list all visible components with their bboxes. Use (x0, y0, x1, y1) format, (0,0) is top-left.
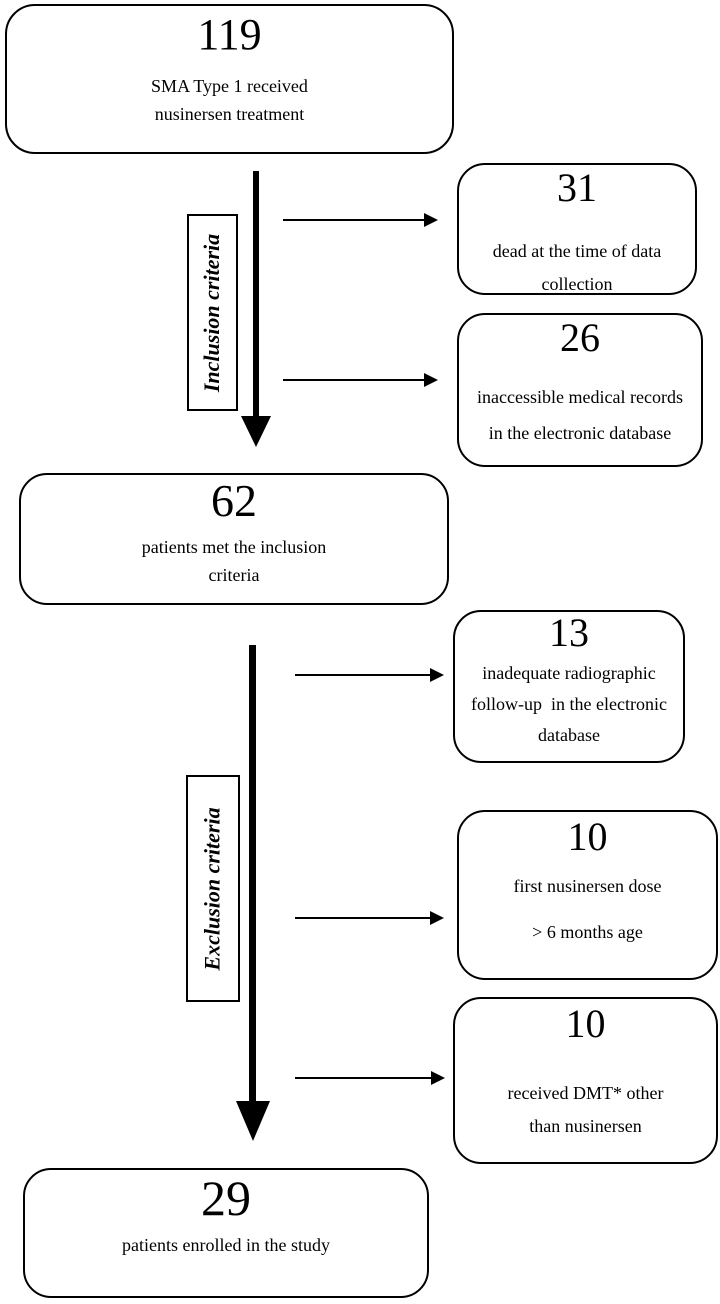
node-enrolled-line: patients enrolled in the study (122, 1234, 330, 1255)
arrow-right-to-inaccessible-head (424, 373, 438, 387)
arrow-down-exclusion-head (236, 1101, 270, 1141)
arrow-right-to-dead-shaft (283, 219, 424, 221)
node-inadequate-lines: inadequate radiographic follow-up in the… (471, 658, 667, 751)
arrow-right-to-inadequate-shaft (295, 674, 430, 676)
arrow-right-to-late-dose-head (430, 911, 444, 925)
node-included-lines: patients met the inclusion criteria (142, 533, 326, 589)
node-start-line: nusinersen treatment (154, 104, 305, 125)
node-dead-box: 31 dead at the time of data collection (457, 163, 697, 295)
node-inadequate-line: inadequate radiographic (482, 663, 656, 683)
node-start-count: 119 (197, 10, 262, 59)
node-other-dmt-line: received DMT* other (507, 1083, 664, 1103)
node-enrolled-count: 29 (201, 1170, 251, 1226)
node-start-box: 119 SMA Type 1 received nusinersen treat… (5, 4, 454, 154)
node-included-line: patients met the inclusion (141, 537, 327, 558)
node-late-dose-line: > 6 months age (532, 922, 643, 942)
node-other-dmt-box: 10 received DMT* other than nusinersen (453, 997, 718, 1164)
node-dead-lines: dead at the time of data collection (493, 235, 661, 301)
arrow-down-exclusion-shaft (249, 645, 256, 1103)
node-late-dose-line: first nusinersen dose (513, 876, 662, 896)
arrow-right-to-inadequate-head (430, 668, 444, 682)
node-inadequate-box: 13 inadequate radiographic follow-up in … (453, 610, 685, 763)
inclusion-criteria-text: Inclusion criteria (199, 233, 225, 392)
arrow-right-to-inaccessible-shaft (283, 379, 424, 381)
node-inadequate-count: 13 (549, 610, 589, 655)
node-inaccessible-box: 26 inaccessible medical records in the e… (457, 313, 703, 467)
inclusion-criteria-label: Inclusion criteria (187, 214, 238, 411)
arrow-right-to-late-dose-shaft (295, 917, 430, 919)
arrow-down-inclusion-shaft (253, 171, 259, 417)
node-start-line: SMA Type 1 received (151, 76, 308, 97)
node-included-line: criteria (208, 565, 260, 586)
node-dead-line: dead at the time of data (492, 241, 662, 261)
node-inaccessible-line: in the electronic database (488, 423, 672, 443)
arrow-down-inclusion-head (241, 416, 271, 447)
node-inaccessible-count: 26 (560, 315, 600, 360)
node-inaccessible-lines: inaccessible medical records in the elec… (477, 379, 683, 451)
node-late-dose-count: 10 (567, 814, 608, 859)
node-inaccessible-line: inaccessible medical records (477, 387, 683, 407)
exclusion-criteria-label: Exclusion criteria (186, 775, 240, 1002)
node-other-dmt-count: 10 (565, 1001, 606, 1046)
arrow-right-to-dead-head (424, 213, 438, 227)
node-other-dmt-lines: received DMT* other than nusinersen (508, 1077, 664, 1143)
node-enrolled-box: 29 patients enrolled in the study (23, 1168, 429, 1298)
node-inadequate-line: database (538, 725, 600, 745)
node-dead-line: collection (541, 274, 613, 294)
exclusion-criteria-text: Exclusion criteria (200, 806, 225, 971)
arrow-right-to-other-dmt-head (431, 1071, 445, 1085)
node-late-dose-box: 10 first nusinersen dose > 6 months age (457, 810, 718, 980)
node-included-box: 62 patients met the inclusion criteria (19, 473, 449, 605)
node-other-dmt-line: than nusinersen (529, 1116, 642, 1136)
node-dead-count: 31 (557, 165, 597, 210)
node-inadequate-line: follow-up in the electronic (471, 694, 667, 714)
node-late-dose-lines: first nusinersen dose > 6 months age (514, 872, 662, 946)
arrow-right-to-other-dmt-shaft (295, 1077, 431, 1079)
node-included-count: 62 (211, 475, 257, 526)
node-enrolled-lines: patients enrolled in the study (122, 1231, 330, 1259)
node-start-lines: SMA Type 1 received nusinersen treatment (151, 72, 308, 128)
